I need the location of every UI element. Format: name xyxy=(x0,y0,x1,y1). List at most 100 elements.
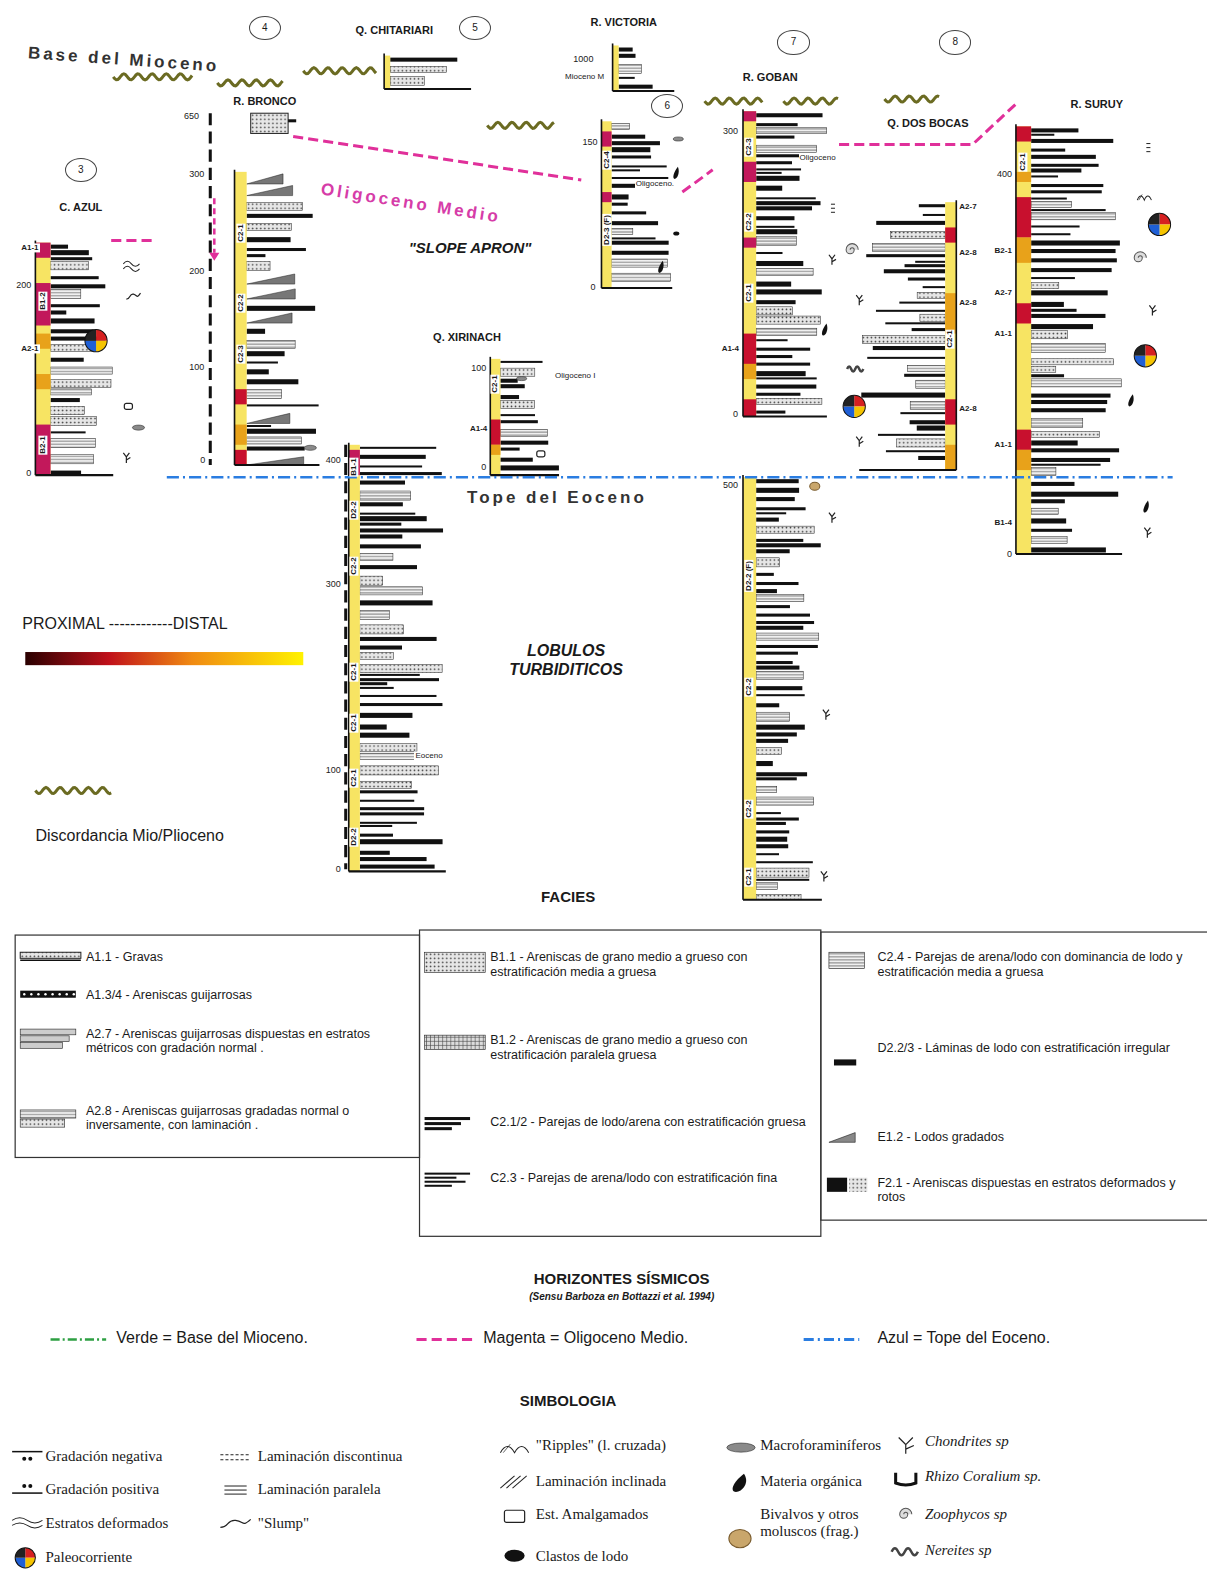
bed xyxy=(756,488,799,493)
bed xyxy=(360,682,387,685)
scale-number: 300 xyxy=(722,126,739,136)
bed xyxy=(756,777,797,780)
bed xyxy=(360,800,414,802)
gradient-bar xyxy=(25,652,303,665)
legend-swatch xyxy=(829,1133,855,1143)
legend-swatch xyxy=(425,1173,470,1187)
bed xyxy=(756,732,797,736)
stratigraphic-column xyxy=(859,200,956,470)
symbol-part xyxy=(804,1338,860,1341)
stratigraphic-column xyxy=(743,475,822,900)
scale-number: 300 xyxy=(188,169,205,179)
symbol-part xyxy=(66,993,68,995)
bed xyxy=(51,431,86,433)
sedimentary-symbol xyxy=(821,871,828,881)
legend-swatch xyxy=(827,1178,867,1192)
bed xyxy=(866,254,945,257)
bed xyxy=(612,241,669,245)
bed xyxy=(360,513,415,515)
bed xyxy=(360,839,443,844)
bed xyxy=(756,772,807,776)
column-axis xyxy=(612,43,614,91)
symbol-part xyxy=(673,167,678,179)
facies-code: A2-8 xyxy=(958,405,977,414)
bed xyxy=(756,398,822,404)
age-note: Oligoceno. xyxy=(635,179,675,188)
section-number: 3 xyxy=(78,165,84,175)
legend-swatch xyxy=(12,1484,42,1493)
symbol-part xyxy=(20,960,81,962)
symbol-part xyxy=(1139,194,1143,200)
source-note: (Sensu Barboza en Bottazzi et al. 1994) xyxy=(529,1291,714,1303)
facies-code: C2-1 xyxy=(349,769,358,788)
proximal-zone xyxy=(35,425,50,476)
bed xyxy=(756,594,804,601)
symbol-part xyxy=(1134,345,1156,367)
bed xyxy=(756,539,803,542)
legend-text: Estratos deformados xyxy=(45,1515,217,1532)
bed xyxy=(360,637,437,641)
graded-mud-bed xyxy=(247,174,283,184)
bed xyxy=(756,626,803,630)
bed xyxy=(756,694,805,696)
bed xyxy=(619,48,633,52)
unconformity-line xyxy=(217,80,282,86)
bed xyxy=(756,747,781,754)
bed xyxy=(861,393,945,398)
proximal-zone xyxy=(1016,172,1031,182)
symbol-part xyxy=(124,403,132,409)
sedimentary-symbol xyxy=(1134,252,1146,262)
bed xyxy=(360,857,427,861)
bed xyxy=(876,310,945,312)
symbol-part xyxy=(37,993,39,995)
bed xyxy=(900,412,945,414)
horizon-label: Tope del Eoceno xyxy=(467,489,647,509)
proximal-zone xyxy=(490,420,500,445)
facies-code: A2-1 xyxy=(20,344,39,353)
sedimentary-symbol xyxy=(829,513,836,523)
facies-code: D2-2 (F) xyxy=(744,560,753,592)
column-base xyxy=(743,899,822,901)
bed xyxy=(756,830,789,833)
bed xyxy=(360,553,393,560)
section-heading: HORIZONTES SÍSMICOS xyxy=(534,1270,710,1287)
symbol-part xyxy=(15,1548,35,1568)
bed xyxy=(612,203,628,206)
graded-mud-bed xyxy=(247,185,293,195)
age-note: Oligoceno I xyxy=(554,371,596,380)
symbol-part xyxy=(51,993,53,995)
bed xyxy=(756,868,809,877)
bed xyxy=(360,544,421,548)
bed xyxy=(918,456,945,460)
bed xyxy=(756,861,813,863)
symbol-part xyxy=(727,1443,755,1452)
bed xyxy=(1031,508,1058,514)
symbol-part xyxy=(517,377,527,381)
bed xyxy=(756,739,788,743)
legend-text: A1.3/4 - Areniscas guijarrosas xyxy=(86,988,409,1002)
facies-code: B1-1 xyxy=(349,457,358,476)
sedimentary-symbol xyxy=(1128,394,1133,406)
bed xyxy=(51,439,96,448)
symbol-part xyxy=(849,1178,867,1192)
bed xyxy=(756,300,795,304)
facies-code: A2-7 xyxy=(958,203,977,212)
bed xyxy=(756,348,810,351)
bed xyxy=(899,302,945,304)
bed xyxy=(1031,458,1110,462)
facies-strip xyxy=(601,121,611,288)
bed xyxy=(756,543,821,547)
stratigraphic-column xyxy=(235,170,320,465)
bed xyxy=(1031,258,1117,262)
bed xyxy=(360,822,417,824)
unconformity-line xyxy=(783,98,838,104)
column-base xyxy=(1016,553,1122,555)
bed xyxy=(360,534,402,538)
paleocurrent-rose xyxy=(1134,345,1156,367)
symbol-part xyxy=(425,1117,470,1120)
legend-swatch xyxy=(504,1550,524,1562)
column-base xyxy=(490,474,559,476)
symbol-part xyxy=(500,1476,514,1488)
scale-number: 100 xyxy=(188,362,205,372)
symbol-part xyxy=(1146,147,1150,148)
